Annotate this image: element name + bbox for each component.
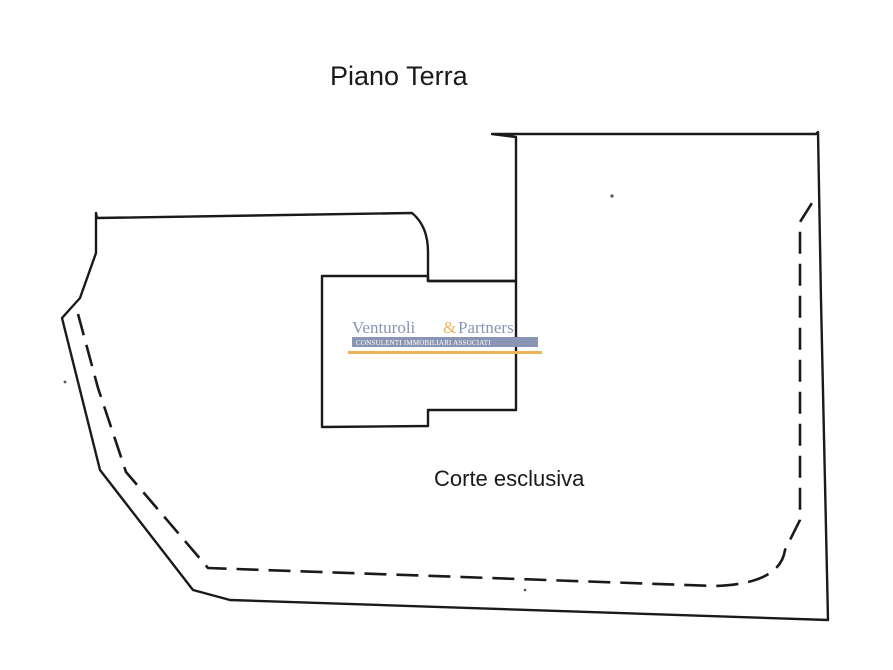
watermark-logo: Venturoli & Partners CONSULENTI IMMOBILI… (348, 318, 542, 354)
lot-perimeter (60, 130, 830, 622)
watermark-tagline: CONSULENTI IMMOBILIARI ASSOCIATI (356, 339, 491, 347)
watermark-name-right: Partners (458, 318, 514, 337)
floor-title: Piano Terra (330, 61, 469, 91)
courtyard-boundary (76, 202, 814, 588)
scan-speck (523, 588, 527, 592)
watermark-underline (348, 351, 542, 354)
watermark-name-left: Venturoli (352, 318, 416, 337)
courtyard-label: Corte esclusiva (434, 466, 585, 491)
scan-speck (63, 380, 67, 384)
watermark-ampersand: & (443, 318, 456, 337)
building-footprint (320, 274, 518, 429)
watermark-band (352, 337, 538, 347)
scan-speck (610, 194, 614, 198)
